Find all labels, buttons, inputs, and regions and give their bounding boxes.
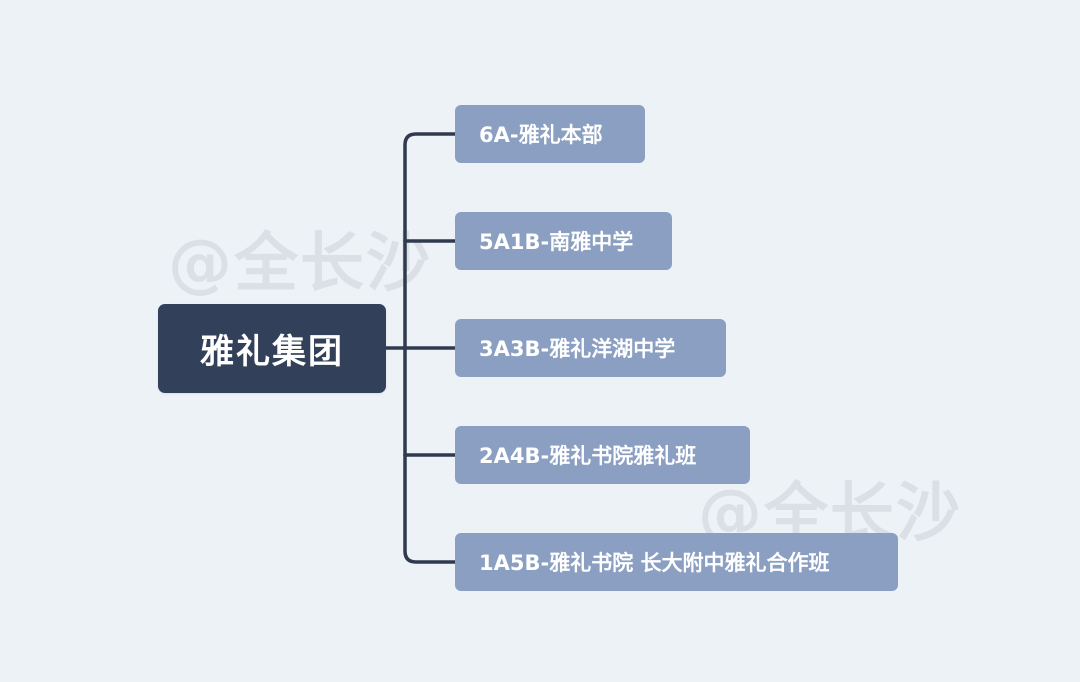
child-node-5[interactable]: 1A5B-雅礼书院 长大附中雅礼合作班: [455, 533, 898, 591]
root-node[interactable]: 雅礼集团: [158, 304, 386, 393]
child-node-1[interactable]: 6A-雅礼本部: [455, 105, 645, 163]
child-node-2[interactable]: 5A1B-南雅中学: [455, 212, 672, 270]
child-node-4[interactable]: 2A4B-雅礼书院雅礼班: [455, 426, 750, 484]
connector-branch-5: [403, 346, 457, 564]
child-node-3[interactable]: 3A3B-雅礼洋湖中学: [455, 319, 726, 377]
connector-branch-1: [403, 132, 457, 350]
